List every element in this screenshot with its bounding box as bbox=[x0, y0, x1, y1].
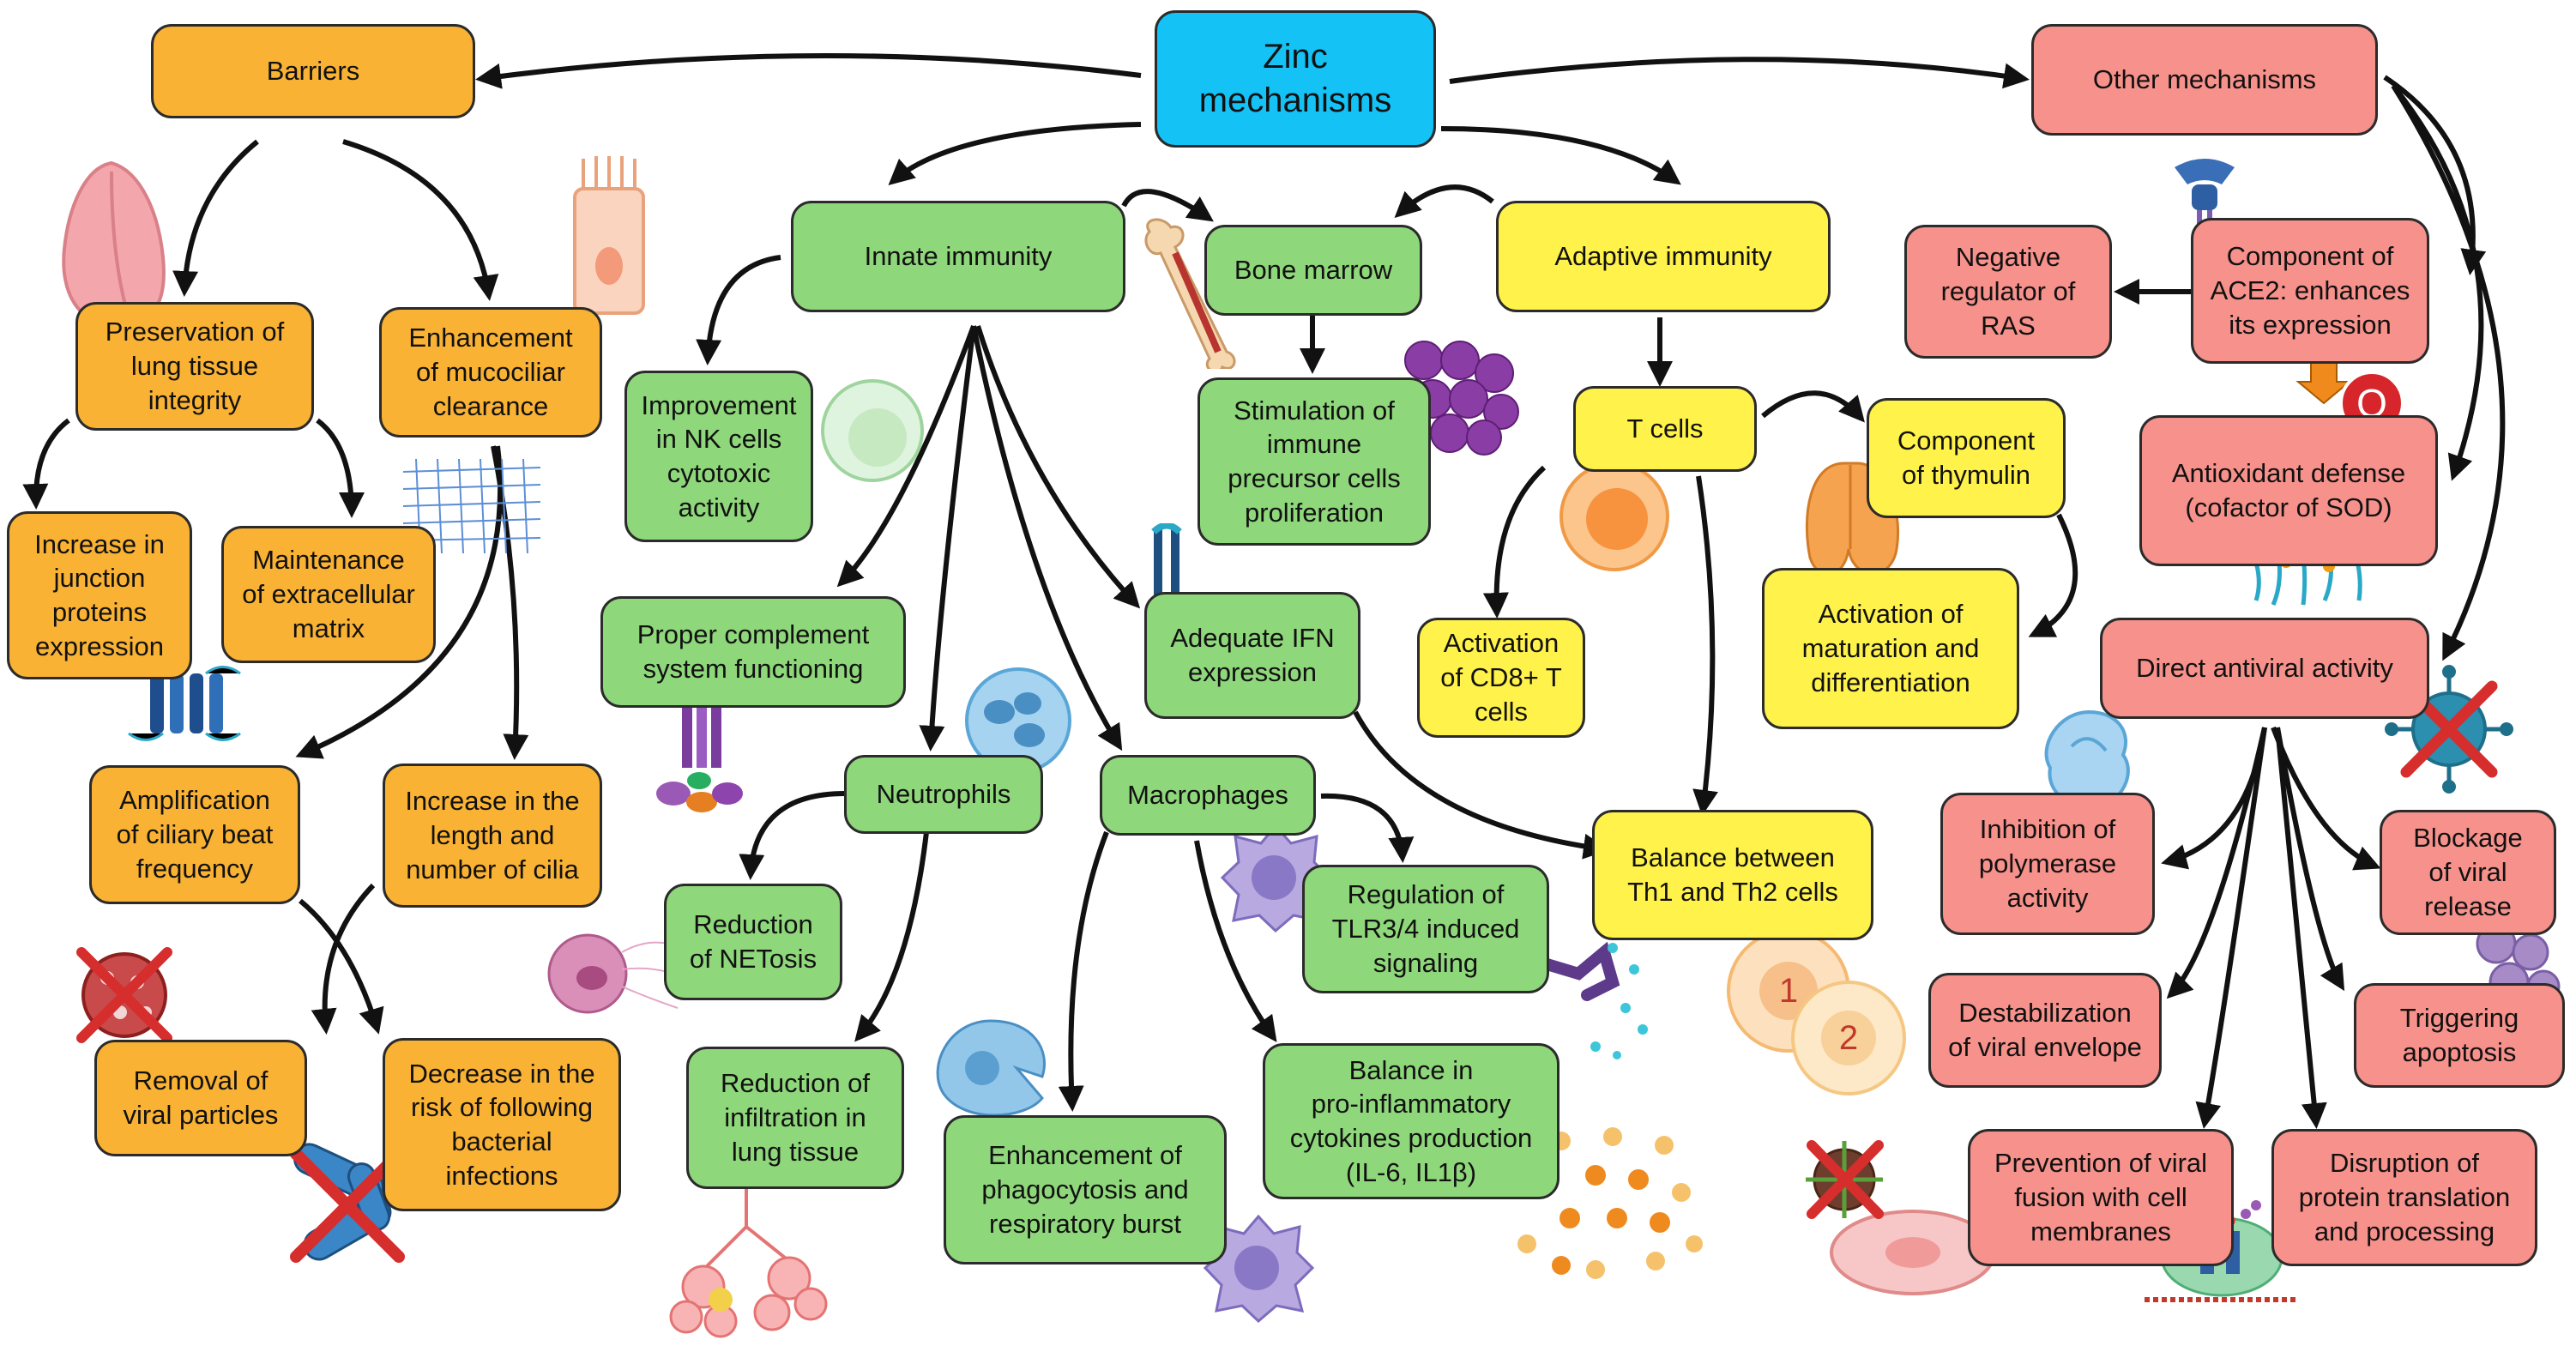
extracellular-matrix-node: Maintenance of extracellular matrix bbox=[221, 526, 436, 663]
junction-protein-icon bbox=[128, 666, 241, 741]
neutrophils-node: Neutrophils bbox=[844, 755, 1043, 834]
arrow-tcells-cd8 bbox=[1482, 465, 1547, 619]
ras-regulator-node: Negative regulator of RAS bbox=[1904, 225, 2112, 359]
th-balance-node: Balance between Th1 and Th2 cells bbox=[1592, 810, 1873, 940]
arrow-innate-nk bbox=[696, 255, 781, 365]
preservation-lung-node: Preservation of lung tissue integrity bbox=[75, 302, 314, 431]
arrow-preservation-extracellular bbox=[316, 418, 365, 518]
bacterial-risk-node: Decrease in the risk of following bacter… bbox=[383, 1038, 621, 1211]
arrow-zinc-other bbox=[1449, 57, 2030, 89]
arrow-neutrophils-infiltration bbox=[854, 831, 929, 1042]
arrow-preservation-junction bbox=[22, 418, 70, 510]
tlr-receptor-icon bbox=[1529, 941, 1648, 1059]
arrow-antiviral-envelope bbox=[2166, 727, 2267, 999]
viral-fusion-node: Prevention of viral fusion with cell mem… bbox=[1968, 1129, 2234, 1266]
phagocytosis-node: Enhancement of phagocytosis and respirat… bbox=[944, 1115, 1227, 1264]
complement-icon bbox=[656, 691, 743, 812]
arrow-macrophages-phagocytosis bbox=[1058, 830, 1109, 1112]
arrow-innate-neutrophils bbox=[919, 325, 976, 751]
protein-translation-node: Disruption of protein translation and pr… bbox=[2271, 1129, 2537, 1266]
precursor-cells-icon bbox=[1404, 341, 1519, 456]
arrow-innate-complement bbox=[836, 324, 976, 588]
arrow-innate-ifn bbox=[975, 325, 1141, 609]
thymulin-node: Component of thymulin bbox=[1867, 398, 2066, 518]
zinc-mechanisms-node: Zinc mechanisms bbox=[1155, 10, 1436, 148]
maturation-node: Activation of maturation and differentia… bbox=[1762, 568, 2019, 729]
cytokines-node: Balance in pro-inflammatory cytokines pr… bbox=[1263, 1043, 1559, 1199]
netosis-node: Reduction of NETosis bbox=[664, 884, 842, 1000]
arrow-tcells-thymulin bbox=[1761, 390, 1865, 423]
precursor-cells-node: Stimulation of immune precursor cells pr… bbox=[1198, 377, 1431, 546]
ifn-expression-node: Adequate IFN expression bbox=[1144, 592, 1360, 719]
arrow-antiviral-apoptosis bbox=[2275, 727, 2345, 992]
arrow-macrophages-cytokines bbox=[1194, 840, 1277, 1042]
arrow-innate-bonemarrow bbox=[1121, 189, 1214, 222]
th-cells-icon: 1 2 bbox=[1727, 929, 1906, 1095]
alveoli-icon bbox=[669, 1167, 828, 1338]
host-cell-crossed-icon bbox=[1806, 1140, 1996, 1295]
viral-envelope-node: Destabilization of viral envelope bbox=[1928, 973, 2162, 1088]
arrow-antiviral-translation bbox=[2275, 727, 2327, 1129]
t-cells-node: T cells bbox=[1573, 386, 1757, 472]
tlr-signaling-node: Regulation of TLR3/4 induced signaling bbox=[1302, 865, 1549, 993]
arrow-zinc-innate bbox=[888, 122, 1142, 185]
bone-icon bbox=[1144, 218, 1236, 369]
apoptosis-node: Triggering apoptosis bbox=[2354, 983, 2565, 1088]
th1-label: 1 bbox=[1779, 972, 1798, 1010]
macrophage-lower-icon bbox=[1203, 1214, 1315, 1324]
adaptive-immunity-node: Adaptive immunity bbox=[1496, 201, 1831, 312]
arrow-zinc-adaptive bbox=[1440, 126, 1681, 185]
complement-node: Proper complement system functioning bbox=[600, 596, 906, 708]
viral-release-node: Blockage of viral release bbox=[2380, 810, 2556, 935]
arrow-tcells-thbalance bbox=[1692, 475, 1718, 816]
junction-proteins-node: Increase in junction proteins expression bbox=[7, 511, 192, 679]
nk-cell-icon bbox=[821, 379, 924, 482]
arrow-mucociliary-cilia bbox=[491, 445, 529, 760]
arrow-zinc-barriers bbox=[475, 52, 1142, 89]
infiltration-node: Reduction of infiltration in lung tissue bbox=[686, 1047, 904, 1189]
th2-label: 2 bbox=[1839, 1019, 1858, 1057]
direct-antiviral-node: Direct antiviral activity bbox=[2100, 618, 2429, 719]
arrow-ifn-thbalance bbox=[1353, 710, 1609, 860]
other-mechanisms-node: Other mechanisms bbox=[2031, 24, 2378, 136]
arrow-barriers-mucociliary bbox=[342, 139, 499, 301]
mucociliar-clearance-node: Enhancement of mucociliar clearance bbox=[379, 307, 602, 438]
arrow-neutrophils-netosis bbox=[739, 791, 846, 880]
nk-cells-node: Improvement in NK cells cytotoxic activi… bbox=[624, 371, 813, 542]
bacteria-crossed-icon bbox=[290, 1143, 405, 1263]
viral-removal-node: Removal of viral particles bbox=[94, 1040, 307, 1156]
barriers-node: Barriers bbox=[151, 24, 475, 118]
innate-immunity-node: Innate immunity bbox=[791, 201, 1125, 312]
arrow-other-antiviral bbox=[2391, 84, 2506, 661]
cilia-length-node: Increase in the length and number of cil… bbox=[383, 764, 602, 908]
cd8-activation-node: Activation of CD8+ T cells bbox=[1417, 618, 1585, 738]
arrow-cilia-removal bbox=[311, 883, 376, 1035]
ciliary-beat-node: Amplification of ciliary beat frequency bbox=[89, 765, 300, 904]
arrow-adaptive-bonemarrow bbox=[1394, 184, 1494, 219]
virus-crossed-right-icon bbox=[2385, 665, 2513, 794]
epithelial-cell-icon bbox=[573, 156, 645, 315]
neutrophil-icon bbox=[965, 667, 1071, 774]
bone-marrow-node: Bone marrow bbox=[1204, 225, 1422, 316]
arrow-ciliary-bacterial bbox=[299, 898, 384, 1035]
netosis-icon bbox=[547, 933, 685, 1014]
polymerase-inhibition-node: Inhibition of polymerase activity bbox=[1940, 793, 2155, 935]
arrow-antiviral-fusion bbox=[2195, 727, 2267, 1129]
antioxidant-defense-node: Antioxidant defense (cofactor of SOD) bbox=[2139, 415, 2438, 566]
t-cell-icon bbox=[1559, 462, 1669, 571]
arrow-barriers-preservation bbox=[172, 139, 259, 297]
ace2-component-node: Component of ACE2: enhances its expressi… bbox=[2191, 218, 2429, 364]
arrow-macrophages-tlr bbox=[1320, 793, 1415, 863]
phagocyte-icon bbox=[936, 1019, 1046, 1117]
macrophages-node: Macrophages bbox=[1100, 755, 1316, 836]
virus-crossed-icon bbox=[76, 947, 172, 1043]
arrow-thymulin-maturation bbox=[2028, 513, 2078, 637]
arrow-innate-macrophages bbox=[971, 325, 1123, 751]
